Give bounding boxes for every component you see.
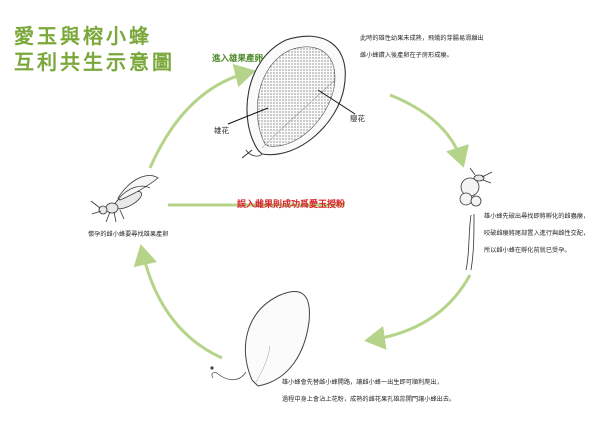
note-right-line-3: 所以雌小蜂在孵化前就已受孕。 (484, 247, 571, 254)
note-bottom-line-1: 雄小蜂會先替雌小蜂開路，讓雌小蜂一出生即可順利爬出， (282, 379, 443, 386)
female-wasp (90, 175, 159, 223)
note-top-right-line-1: 此時的雄性幼果未成熟，飛蛾的芽腸易滑離出 (360, 35, 484, 42)
arrow-bottom-right (364, 274, 472, 350)
mature-fig (210, 291, 310, 387)
note-right-line-2: 咬破雌癭將尾部置入進行與雌性交配， (484, 230, 590, 237)
label-male-flower: 雄花 (214, 126, 229, 135)
note-bottom-line-2: 過程中身上會沾上花粉，成熟的雌花果孔雄蕊開門讓小蜂出去。 (282, 396, 456, 403)
wasp-on-gall (459, 167, 493, 271)
note-left: 懷孕的雌小蜂要尋找雄果產卵 (88, 231, 169, 238)
note-right-line-1: 雄小蜂先破出尋找即將孵化的雌蟲癭， (484, 213, 590, 220)
arrow-top-left (148, 63, 256, 169)
note-top-right-line-2: 雌小蜂鑽入後產卵在子房形成癭。 (360, 52, 453, 59)
fig-cross-section (227, 35, 356, 159)
title-line-2: 互利共生示意圖 (14, 50, 175, 74)
center-message: 誤入雌果則成功爲愛玉授粉 (237, 200, 346, 210)
label-gall-flower: 癭花 (350, 114, 365, 123)
arrow-bottom-left (133, 244, 223, 360)
label-enter-fruit: 進入雄果產卵 (212, 54, 264, 64)
title-line-1: 愛玉與榕小蜂 (14, 24, 152, 48)
arrow-top-right (389, 93, 469, 168)
